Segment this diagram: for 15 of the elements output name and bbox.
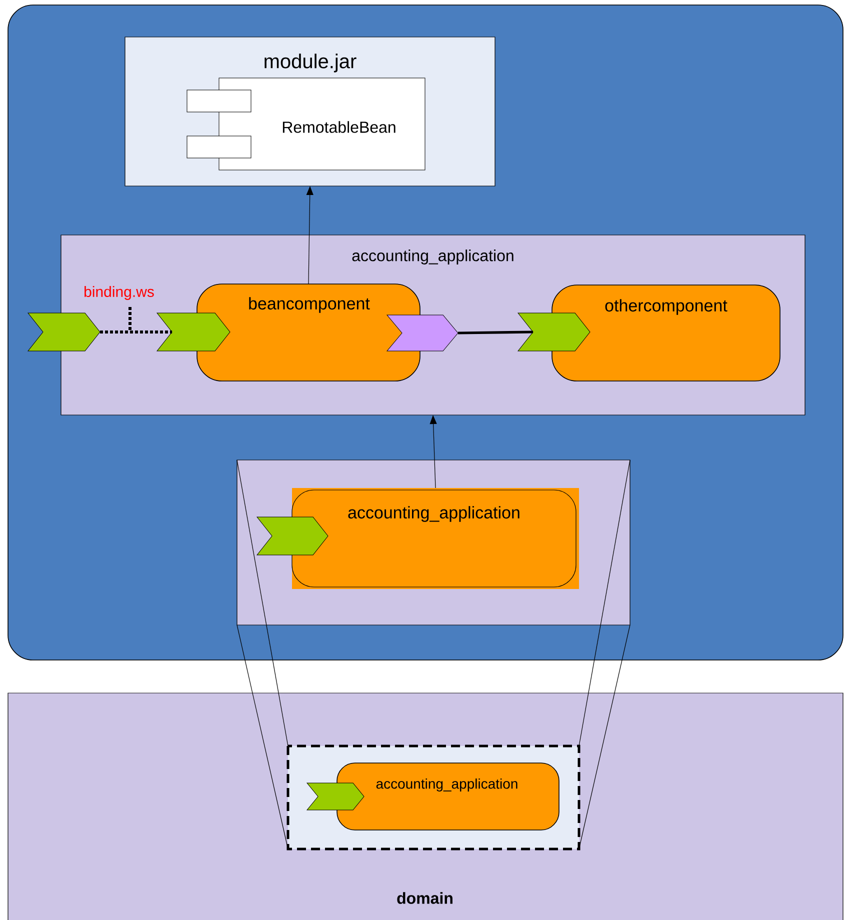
wire (100, 330, 172, 334)
component-box: accounting_application (292, 488, 579, 589)
service-chevron (518, 312, 590, 352)
projection-line (578, 460, 630, 746)
edge-label: binding.ws (84, 286, 154, 300)
reference-chevron (386, 314, 458, 352)
service-chevron (28, 312, 100, 352)
service-chevron (156, 312, 230, 352)
component-box: othercomponent (552, 284, 780, 382)
connector-line (458, 330, 534, 334)
component-icon-box: RemotableBean (186, 78, 426, 170)
projection-line (236, 460, 288, 746)
component-box: accounting_application (336, 762, 560, 830)
service-chevron (256, 516, 328, 556)
service-chevron (306, 782, 364, 810)
